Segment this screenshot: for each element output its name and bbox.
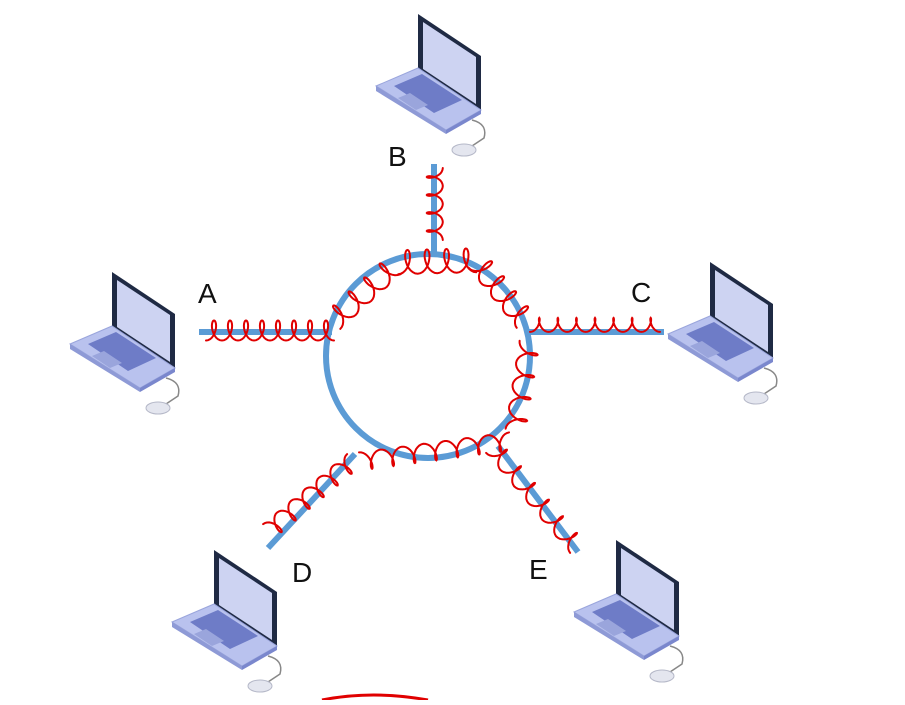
signal-coil-ring-top-right	[467, 260, 530, 329]
ring-topology	[199, 164, 664, 554]
signal-coil-e	[485, 448, 578, 554]
signal-scribbles	[205, 167, 661, 554]
signal-coil-d	[262, 453, 353, 534]
spoke-d	[265, 451, 358, 551]
node-label-c: C	[631, 277, 651, 308]
node-label-e: E	[529, 554, 548, 585]
ring-cable	[323, 251, 533, 461]
laptop-icon-b	[375, 13, 486, 157]
signal-coil-b	[425, 167, 444, 241]
laptop-icon-a	[69, 271, 180, 415]
laptop-icon-d	[171, 549, 282, 693]
signal-coil-c	[529, 316, 661, 333]
signal-coil-ring-top-left	[331, 262, 404, 330]
partial-red-mark	[321, 693, 429, 702]
node-label-a: A	[198, 278, 217, 309]
laptop-icon-c	[667, 261, 778, 405]
signal-coil-ring-top	[397, 247, 478, 276]
spoke-e	[495, 444, 581, 554]
signal-coil-ring-bottom	[358, 431, 510, 471]
signal-coil-a	[205, 319, 335, 342]
node-label-d: D	[292, 557, 312, 588]
signal-coil-ring-right	[504, 339, 539, 430]
node-label-b: B	[388, 141, 407, 172]
laptop-icon-e	[573, 539, 684, 683]
